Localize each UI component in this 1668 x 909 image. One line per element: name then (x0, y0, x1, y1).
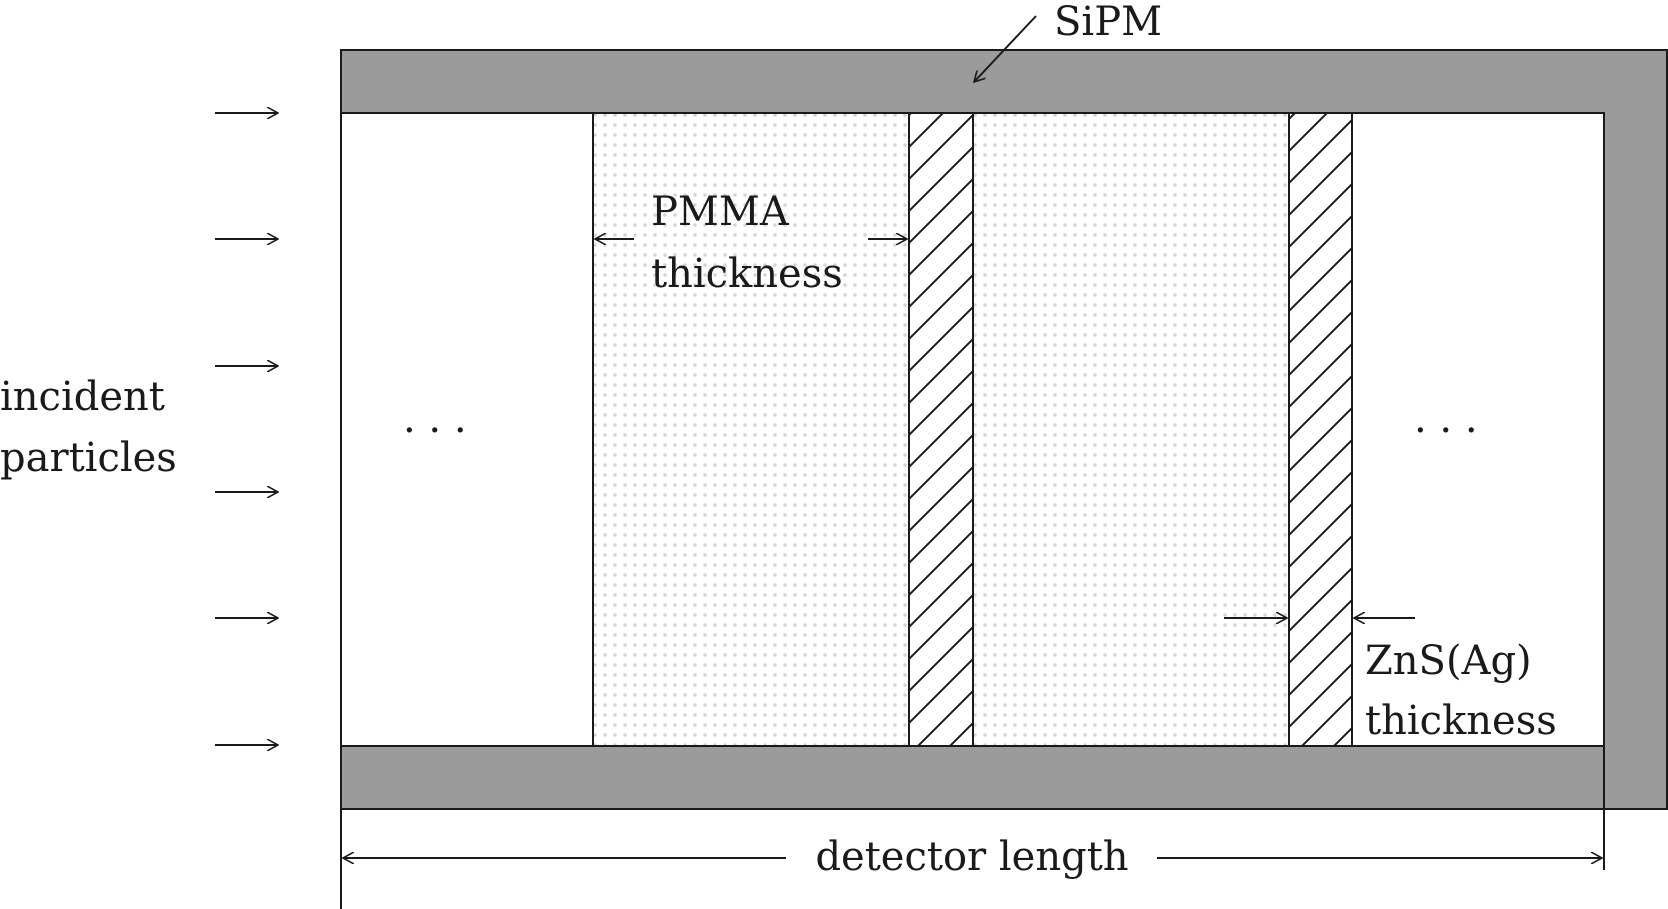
pmma-layer-1 (592, 112, 910, 747)
pmma-layer-2 (972, 112, 1290, 747)
ellipsis-left: . . . (403, 396, 467, 442)
sipm-bottom-bar (340, 745, 1605, 810)
ellipsis-right: . . . (1414, 396, 1478, 442)
detector-length-label: detector length (815, 834, 1128, 880)
sipm-pointer-arrow (974, 15, 1037, 82)
zns-label-line2: thickness (1365, 698, 1557, 744)
incident-label-line2: particles (0, 435, 177, 481)
pmma-label-line1: PMMA (651, 189, 790, 235)
zns-layer-2 (1288, 112, 1353, 747)
zns-label-line1: ZnS(Ag) (1365, 638, 1532, 684)
zns-layer-1 (908, 112, 974, 747)
sipm-label: SiPM (1054, 0, 1162, 45)
pmma-label-line2: thickness (651, 251, 843, 297)
incident-label-line1: incident (0, 374, 165, 420)
